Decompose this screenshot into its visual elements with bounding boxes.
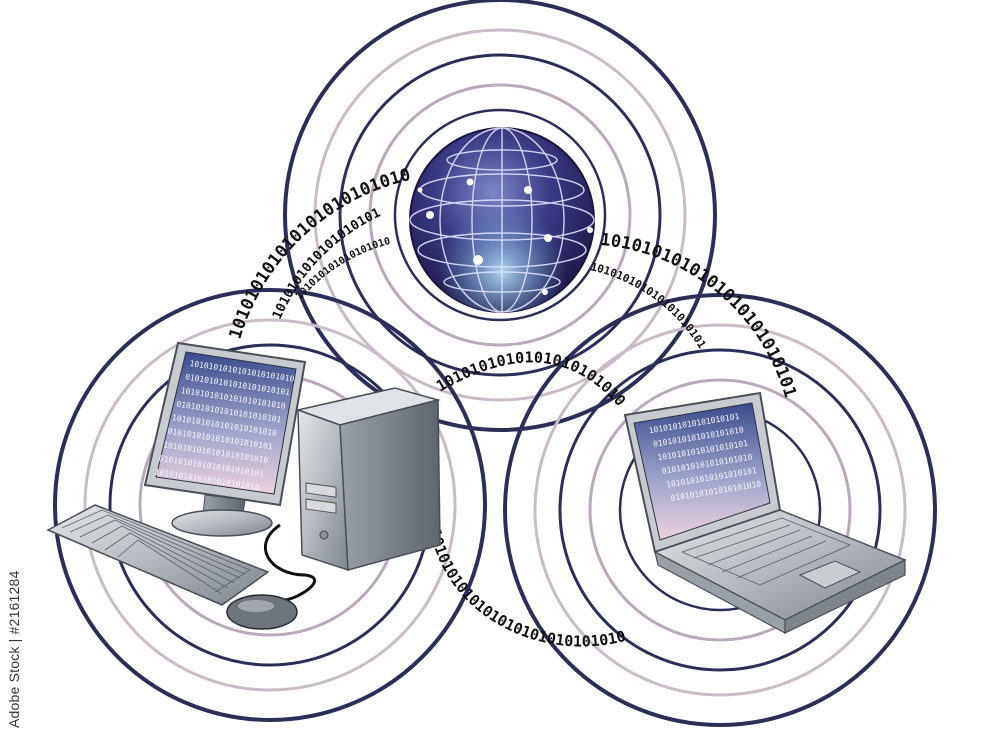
globe-icon	[409, 127, 595, 313]
globe-node-lights	[417, 178, 593, 295]
touchpad	[798, 560, 862, 589]
binary-arc-outer-left: 1010101010101010101010101	[0, 0, 413, 342]
mouse	[226, 523, 316, 630]
computer-tower	[295, 387, 441, 572]
laptop-keyboard	[680, 517, 852, 586]
keyboard	[46, 504, 270, 606]
desktop-computer: 1010101010101010101010 01010101010101010…	[46, 341, 441, 630]
laptop-rings	[503, 293, 937, 727]
stock-watermark-caption: Adobe Stock | #2161284	[6, 570, 22, 729]
monitor: 1010101010101010101010 01010101010101010…	[143, 341, 307, 537]
binary-arc-center: 1010101010101010101010	[433, 348, 629, 409]
globe-rings	[283, 0, 717, 432]
laptop-computer: 1010101010101010101 0101010101010101010 …	[623, 391, 907, 635]
